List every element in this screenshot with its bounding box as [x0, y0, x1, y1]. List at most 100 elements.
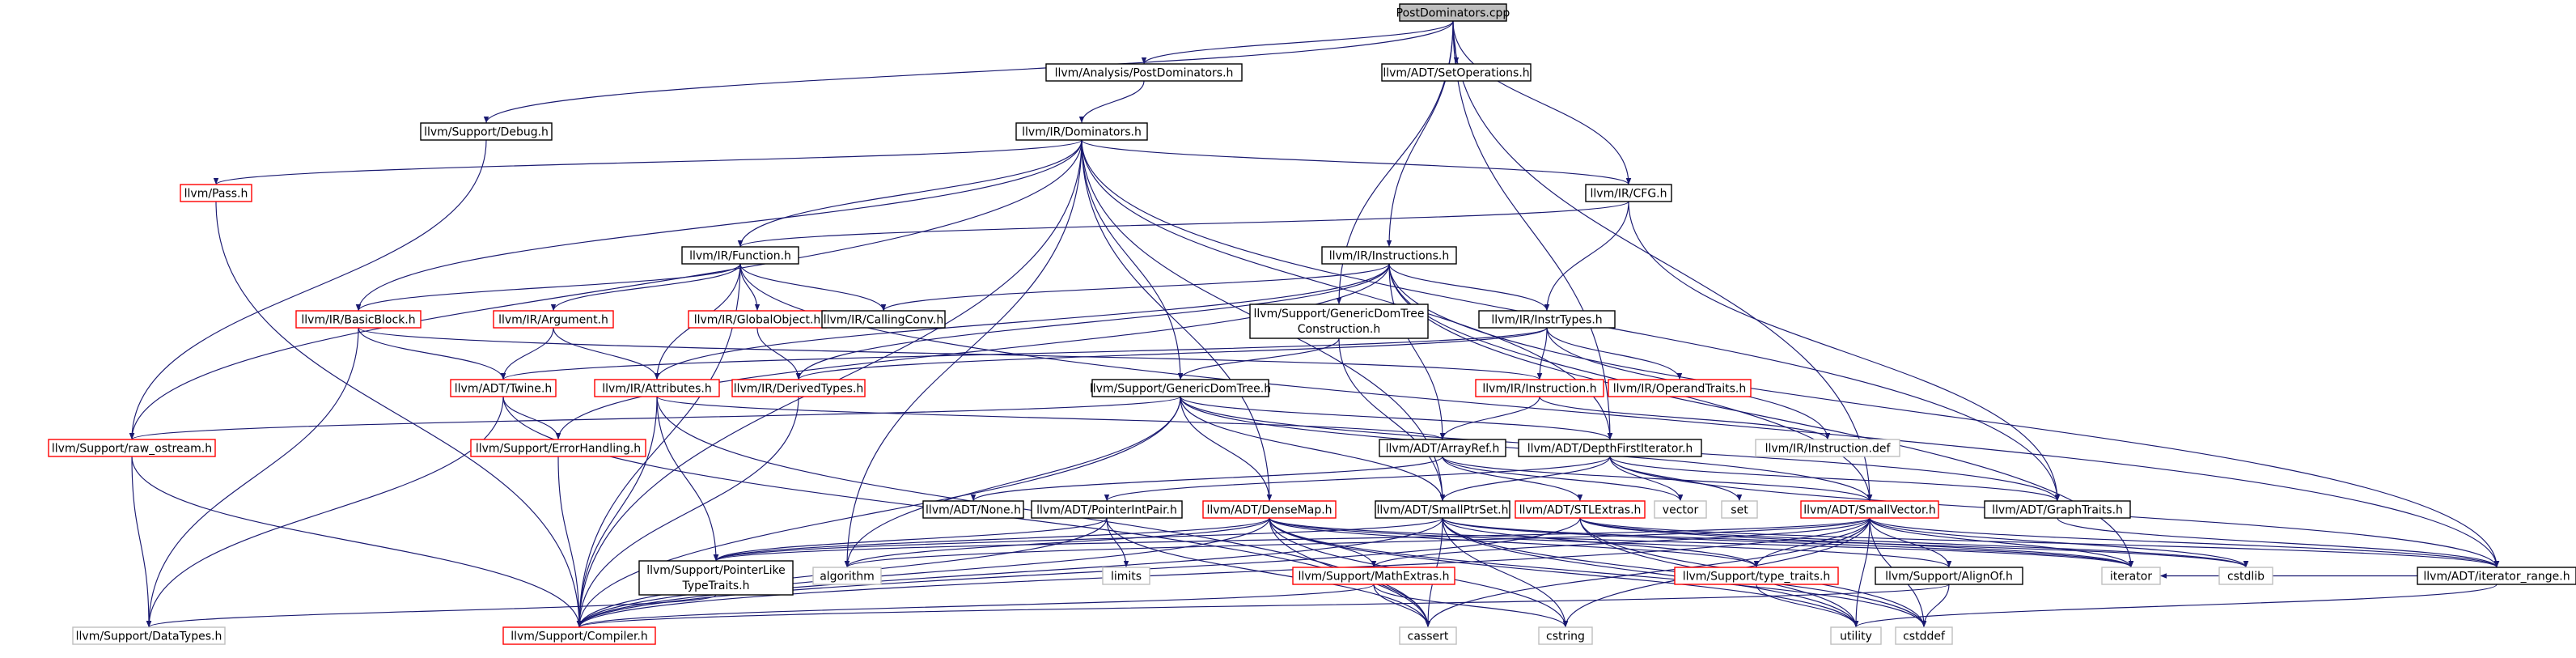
node-box[interactable]	[450, 379, 557, 397]
node-box[interactable]	[1654, 500, 1707, 519]
node-std_cstddef[interactable]: cstddef	[1895, 626, 1953, 645]
node-box[interactable]	[1399, 3, 1507, 22]
node-box[interactable]	[1538, 626, 1593, 645]
node-box[interactable]	[1518, 439, 1702, 457]
node-support_alignof[interactable]: llvm/Support/AlignOf.h	[1875, 567, 2023, 585]
node-box[interactable]	[594, 379, 720, 397]
node-ir_instrtypes[interactable]: llvm/IR/InstrTypes.h	[1478, 310, 1616, 329]
node-ir_attributes[interactable]: llvm/IR/Attributes.h	[594, 379, 720, 397]
node-std_cassert[interactable]: cassert	[1399, 626, 1457, 645]
node-ir_function[interactable]: llvm/IR/Function.h	[681, 246, 799, 265]
node-box[interactable]	[1984, 500, 2131, 519]
node-box[interactable]	[812, 567, 882, 585]
node-adt_arrayref[interactable]: llvm/ADT/ArrayRef.h	[1379, 439, 1506, 457]
node-ir_instructions[interactable]: llvm/IR/Instructions.h	[1321, 246, 1457, 265]
node-std_cstdlib[interactable]: cstdlib	[2218, 567, 2273, 585]
node-support_rawostream[interactable]: llvm/Support/raw_ostream.h	[48, 439, 216, 457]
node-std_limits[interactable]: limits	[1102, 567, 1150, 585]
node-box[interactable]	[1375, 500, 1510, 519]
node-support_typetraits[interactable]: llvm/Support/type_traits.h	[1674, 567, 1839, 585]
node-box[interactable]	[1721, 500, 1758, 519]
node-ir_pass[interactable]: llvm/Pass.h	[180, 184, 252, 202]
node-box[interactable]	[1031, 500, 1183, 519]
node-ir_operandtraits[interactable]: llvm/IR/OperandTraits.h	[1608, 379, 1752, 397]
node-box[interactable]	[1515, 500, 1646, 519]
node-adt_twine[interactable]: llvm/ADT/Twine.h	[450, 379, 557, 397]
node-adt_iterrange[interactable]: llvm/ADT/iterator_range.h	[2417, 567, 2576, 585]
node-ir_derivedtypes[interactable]: llvm/IR/DerivedTypes.h	[731, 379, 866, 397]
node-support_gdtc[interactable]: llvm/Support/GenericDomTreeConstruction.…	[1249, 304, 1429, 339]
node-box[interactable]	[638, 560, 794, 596]
node-box[interactable]	[1249, 304, 1429, 339]
node-box[interactable]	[1091, 379, 1269, 397]
node-postdom_cpp[interactable]: PostDominators.cpp	[1396, 3, 1510, 22]
node-box[interactable]	[1800, 500, 1939, 519]
node-box[interactable]	[1292, 567, 1455, 585]
node-adt_dfi[interactable]: llvm/ADT/DepthFirstIterator.h	[1518, 439, 1702, 457]
node-box[interactable]	[922, 500, 1024, 519]
node-ir_dominators[interactable]: llvm/IR/Dominators.h	[1015, 122, 1148, 141]
edge-ir_dominators-to-ir_basicblock	[355, 139, 1083, 312]
node-analysis_postdom[interactable]: llvm/Analysis/PostDominators.h	[1045, 63, 1243, 82]
node-std_set[interactable]: set	[1721, 500, 1758, 519]
node-box[interactable]	[1102, 567, 1150, 585]
node-adt_smallptrset[interactable]: llvm/ADT/SmallPtrSet.h	[1375, 500, 1510, 519]
node-support_mathextras[interactable]: llvm/Support/MathExtras.h	[1292, 567, 1455, 585]
node-std_utility[interactable]: utility	[1830, 626, 1882, 645]
node-box[interactable]	[1381, 63, 1532, 82]
node-support_compiler[interactable]: llvm/Support/Compiler.h	[502, 626, 656, 645]
node-support_datatypes[interactable]: llvm/Support/DataTypes.h	[72, 626, 226, 645]
node-box[interactable]	[420, 122, 553, 141]
node-std_iterator[interactable]: iterator	[2101, 567, 2161, 585]
node-support_debug[interactable]: llvm/Support/Debug.h	[420, 122, 553, 141]
node-support_errorhandling[interactable]: llvm/Support/ErrorHandling.h	[470, 439, 646, 457]
node-box[interactable]	[180, 184, 252, 202]
node-box[interactable]	[493, 310, 614, 329]
node-box[interactable]	[1585, 184, 1672, 202]
node-box[interactable]	[1475, 379, 1604, 397]
node-ir_basicblock[interactable]: llvm/IR/BasicBlock.h	[295, 310, 422, 329]
node-box[interactable]	[1674, 567, 1839, 585]
node-adt_setops[interactable]: llvm/ADT/SetOperations.h	[1381, 63, 1532, 82]
node-box[interactable]	[1202, 500, 1337, 519]
node-box[interactable]	[1608, 379, 1752, 397]
node-adt_graphtraits[interactable]: llvm/ADT/GraphTraits.h	[1984, 500, 2131, 519]
node-ir_cfg[interactable]: llvm/IR/CFG.h	[1585, 184, 1672, 202]
node-std_cstring[interactable]: cstring	[1538, 626, 1593, 645]
node-box[interactable]	[470, 439, 646, 457]
node-adt_none[interactable]: llvm/ADT/None.h	[922, 500, 1024, 519]
node-box[interactable]	[1830, 626, 1882, 645]
node-std_algorithm[interactable]: algorithm	[812, 567, 882, 585]
node-box[interactable]	[2218, 567, 2273, 585]
node-ir_globalobject[interactable]: llvm/IR/GlobalObject.h	[688, 310, 827, 329]
node-box[interactable]	[681, 246, 799, 265]
node-box[interactable]	[502, 626, 656, 645]
node-box[interactable]	[1755, 439, 1900, 457]
node-ir_instruction[interactable]: llvm/IR/Instruction.h	[1475, 379, 1604, 397]
node-support_gdt[interactable]: llvm/Support/GenericDomTree.h	[1090, 379, 1271, 397]
node-adt_densemap[interactable]: llvm/ADT/DenseMap.h	[1202, 500, 1337, 519]
node-box[interactable]	[1478, 310, 1616, 329]
node-box[interactable]	[1379, 439, 1506, 457]
node-adt_pip[interactable]: llvm/ADT/PointerIntPair.h	[1031, 500, 1183, 519]
node-adt_smallvector[interactable]: llvm/ADT/SmallVector.h	[1800, 500, 1939, 519]
node-std_vector[interactable]: vector	[1654, 500, 1707, 519]
node-box[interactable]	[2417, 567, 2576, 585]
node-box[interactable]	[1895, 626, 1953, 645]
node-box[interactable]	[1399, 626, 1457, 645]
node-box[interactable]	[295, 310, 422, 329]
node-box[interactable]	[48, 439, 216, 457]
node-box[interactable]	[1015, 122, 1148, 141]
node-box[interactable]	[1321, 246, 1457, 265]
node-box[interactable]	[72, 626, 226, 645]
node-ir_instruction_def[interactable]: llvm/IR/Instruction.def	[1755, 439, 1900, 457]
node-box[interactable]	[1045, 63, 1243, 82]
node-box[interactable]	[1875, 567, 2023, 585]
node-ir_callingconv[interactable]: llvm/IR/CallingConv.h	[821, 310, 946, 329]
node-adt_stlextras[interactable]: llvm/ADT/STLExtras.h	[1515, 500, 1646, 519]
node-box[interactable]	[731, 379, 866, 397]
node-box[interactable]	[2101, 567, 2161, 585]
node-box[interactable]	[821, 310, 946, 329]
node-ir_argument[interactable]: llvm/IR/Argument.h	[493, 310, 614, 329]
